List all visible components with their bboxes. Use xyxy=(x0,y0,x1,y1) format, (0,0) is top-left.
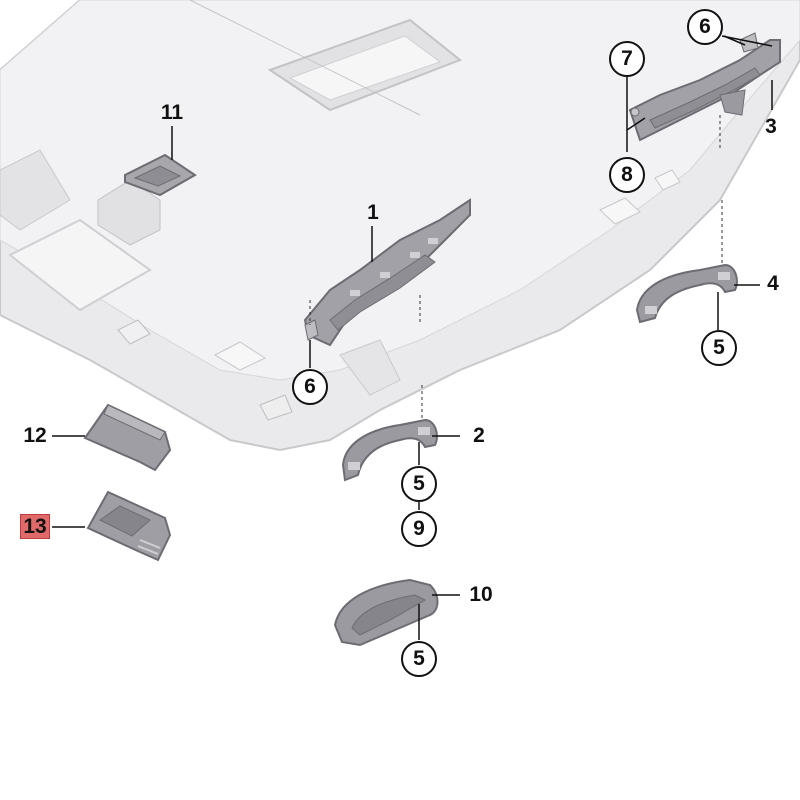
callout-12: 12 xyxy=(23,424,47,447)
callout-3: 3 xyxy=(765,115,777,138)
callout-4: 4 xyxy=(767,272,779,295)
part-12-cover xyxy=(83,403,172,472)
callout-9: 9 xyxy=(401,511,437,547)
part-4-grab-handle xyxy=(635,263,738,324)
leader-lines xyxy=(52,35,773,640)
small-clips xyxy=(304,32,759,341)
callout-5-center: 5 xyxy=(401,466,437,502)
part-13-cover xyxy=(86,490,172,562)
callout-13-highlight: 13 xyxy=(20,514,50,539)
part-10-grab-handle xyxy=(333,578,439,647)
headliner-panel xyxy=(0,0,800,452)
part-1-bracket xyxy=(303,198,471,347)
callout-1: 1 xyxy=(367,201,379,224)
part-3-bracket xyxy=(628,39,781,142)
callout-5-bottom: 5 xyxy=(401,641,437,677)
callout-5-right: 5 xyxy=(701,330,737,366)
callout-10: 10 xyxy=(469,583,493,606)
part-2-grab-handle xyxy=(341,418,438,482)
callout-6-top: 6 xyxy=(687,9,723,45)
callout-8: 8 xyxy=(609,157,645,193)
part-11-clip xyxy=(124,153,197,197)
callout-13: 13 xyxy=(18,514,52,539)
alignment-lines xyxy=(309,115,723,420)
callout-7: 7 xyxy=(609,41,645,77)
callout-6-left: 6 xyxy=(292,369,328,405)
callout-11: 11 xyxy=(160,101,184,124)
callout-2: 2 xyxy=(473,424,485,447)
